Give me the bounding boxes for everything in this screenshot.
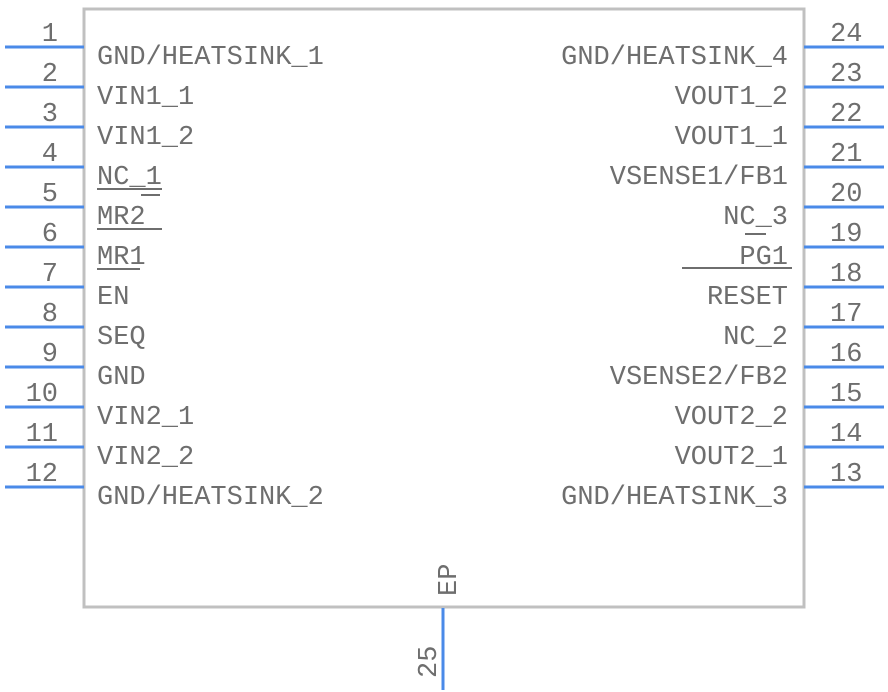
pin-21-label: VSENSE1/FB1 [610,163,788,193]
component-body [82,7,806,609]
pin-2-label: VIN1_1 [97,83,194,113]
pin-17-label: NC_2 [723,323,788,353]
pin-15-label: VOUT2_2 [675,403,788,433]
pin-24-label: GND/HEATSINK_4 [561,43,788,73]
pin-10-label: VIN2_1 [97,403,194,433]
pin-20-number: 20 [830,180,862,210]
pin-3-label: VIN1_2 [97,123,194,153]
pin-25-label: EP [435,564,465,596]
pin-16-label: VSENSE2/FB2 [610,363,788,393]
pin-20-label: NC_3 [723,203,788,233]
pin-22-label: VOUT1_1 [675,123,788,153]
pin-18-number: 18 [830,260,862,290]
pin-7-label: EN [97,283,129,313]
pin-10-number: 10 [26,380,58,410]
pin-9-number: 9 [42,340,58,370]
pin-4-number: 4 [42,140,58,170]
pin-12-number: 12 [26,460,58,490]
pin-7-number: 7 [42,260,58,290]
pin-16-number: 16 [830,340,862,370]
pin-17-number: 17 [830,300,862,330]
pin-8-label: SEQ [97,323,146,353]
pin-1-number: 1 [42,20,58,50]
pin-13-number: 13 [830,460,862,490]
pin-2-number: 2 [42,60,58,90]
pin-19-number: 19 [830,220,862,250]
overlines [97,188,792,270]
pin-12-label: GND/HEATSINK_2 [97,483,324,513]
pin-25-number: 25 [415,646,445,678]
pin-21-number: 21 [830,140,862,170]
pin-13-label: GND/HEATSINK_3 [561,483,788,513]
pin-23-number: 23 [830,60,862,90]
pin-15-number: 15 [830,380,862,410]
pin-23-label: VOUT1_2 [675,83,788,113]
pin-24-number: 24 [830,20,862,50]
pin-1-label: GND/HEATSINK_1 [97,43,324,73]
pin-14-number: 14 [830,420,862,450]
pin-9-label: GND [97,363,146,393]
pin-11-number: 11 [26,420,58,450]
pin-8-number: 8 [42,300,58,330]
pin-18-label: RESET [707,283,788,313]
pin-3-number: 3 [42,100,58,130]
pin-22-number: 22 [830,100,862,130]
pin-11-label: VIN2_2 [97,443,194,473]
pin-6-number: 6 [42,220,58,250]
pin-5-number: 5 [42,180,58,210]
pin-14-label: VOUT2_1 [675,443,788,473]
